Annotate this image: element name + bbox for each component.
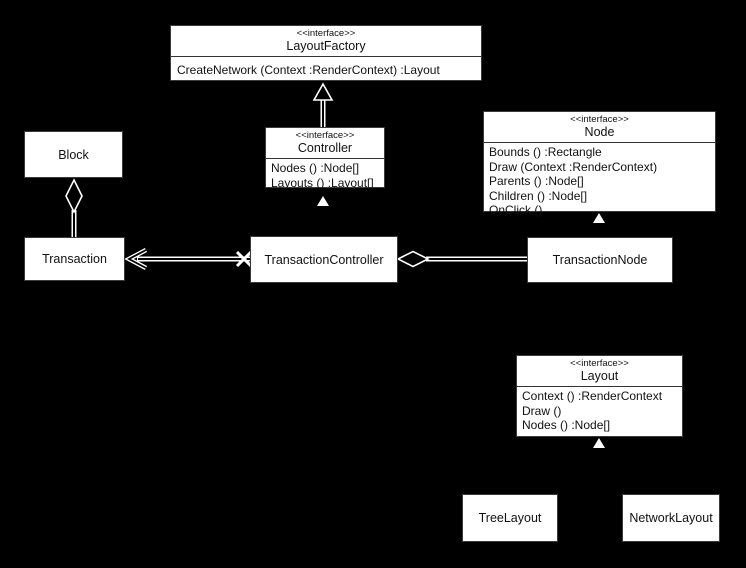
class-name: Transaction — [42, 252, 107, 266]
stereotype-label: <<interface>> — [295, 130, 355, 141]
edge-controller-layoutfactory — [312, 82, 334, 127]
class-transactioncontroller: TransactionController — [250, 236, 398, 283]
method-label: Draw () — [522, 403, 562, 418]
class-name: Node — [584, 125, 615, 139]
method-label: Parents () :Node[] — [489, 174, 584, 188]
method-label: Nodes () :Node[] — [522, 418, 611, 432]
stereotype-label: <<interface>> — [296, 28, 356, 39]
method-label: Bounds () :Rectangle — [489, 145, 602, 159]
class-name: Layout — [580, 369, 619, 383]
class-layoutfactory: <<interface>> LayoutFactory CreateNetwor… — [170, 25, 482, 81]
method-label: Draw (Context :RenderContext) — [489, 159, 658, 174]
edge-transaction-transactioncontroller — [124, 248, 253, 270]
class-networklayout: NetworkLayout — [622, 494, 720, 542]
class-transactionnode: TransactionNode — [527, 237, 673, 283]
class-controller-methods: Nodes () :Node[] Layouts () :Layout[] — [266, 159, 384, 192]
method-label: Layouts () :Layout[] — [271, 175, 374, 190]
class-name: NetworkLayout — [629, 511, 713, 525]
class-layoutfactory-header: <<interface>> LayoutFactory — [171, 26, 481, 57]
method-label: Children () :Node[] — [489, 188, 588, 203]
edge-block-transaction — [65, 178, 83, 237]
method-label: Context () :RenderContext — [522, 389, 663, 403]
edge-layout-implementations — [593, 438, 605, 448]
stereotype-label: <<interface>> — [570, 358, 629, 369]
class-block: Block — [24, 131, 123, 178]
class-node-methods: Bounds () :Rectangle Draw (Context :Rend… — [484, 143, 715, 220]
class-layout: <<interface>> Layout Context () :RenderC… — [516, 355, 683, 437]
class-layoutfactory-methods: CreateNetwork (Context :RenderContext) :… — [171, 57, 481, 83]
method-label: CreateNetwork (Context :RenderContext) :… — [177, 62, 440, 77]
class-name: TreeLayout — [478, 511, 542, 525]
edge-transactionnode-node — [593, 213, 605, 223]
class-transaction: Transaction — [24, 237, 125, 281]
class-name: TransactionNode — [552, 253, 648, 267]
class-name: TransactionController — [264, 252, 384, 267]
edge-transactioncontroller-controller — [317, 196, 329, 206]
class-controller: <<interface>> Controller Nodes () :Node[… — [265, 127, 385, 190]
class-treelayout: TreeLayout — [462, 494, 558, 542]
stereotype-label: <<interface>> — [570, 114, 629, 125]
class-node-header: <<interface>> Node — [484, 112, 715, 143]
class-layout-methods: Context () :RenderContext Draw () Nodes … — [517, 387, 682, 435]
class-node: <<interface>> Node Bounds () :Rectangle … — [483, 111, 716, 217]
class-name: Block — [58, 147, 89, 162]
class-name: LayoutFactory — [286, 39, 366, 53]
method-label: OnClick () — [489, 203, 543, 217]
class-controller-header: <<interface>> Controller — [266, 128, 384, 159]
class-layout-header: <<interface>> Layout — [517, 356, 682, 387]
edge-transactioncontroller-transactionnode — [396, 250, 527, 268]
method-label: Nodes () :Node[] — [271, 161, 360, 175]
class-name: Controller — [297, 141, 353, 155]
